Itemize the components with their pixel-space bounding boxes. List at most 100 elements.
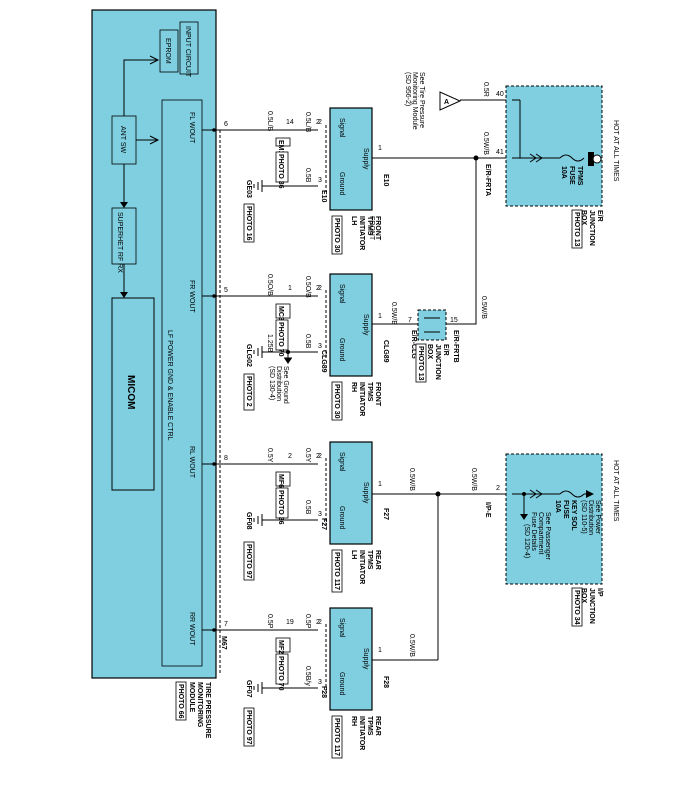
ref-note-3: (SD 956-2)	[404, 72, 411, 106]
fl-conn-supply: E10	[382, 174, 389, 187]
ip-title-3: BOX	[580, 588, 587, 604]
rr-conn-bottom: F28	[320, 686, 327, 698]
rl-init-pin-sup: 1	[378, 481, 382, 488]
rl-initiator: Signal Supply Ground REAR TPMS INITIATOR…	[318, 441, 389, 593]
rr-init-photo: PHOTO 117	[333, 718, 340, 756]
fr-supply-wire-b: 0.5W/B	[480, 296, 487, 319]
fr-ground-name: GLG02	[245, 344, 252, 367]
fl-wire-left: 0.5L/B	[266, 111, 273, 132]
er-top-title-3: BOX	[580, 210, 587, 226]
fr-init-pin-gnd: 3	[318, 343, 322, 350]
fr-ground-photo: PHOTO 2	[245, 376, 252, 407]
fl-init-name-2: TPMS	[366, 216, 373, 236]
fl-gnd-wire: 0.5B	[304, 168, 311, 183]
ip-hot: HOT AT ALL TIMES	[612, 460, 619, 522]
er-top-title-2: JUNCTION	[588, 210, 595, 246]
fr-init-ground: Ground	[338, 338, 345, 361]
ip-conn: I/P-E	[484, 502, 491, 518]
rl-conn-supply: F27	[382, 508, 389, 520]
fr-init-name-2: TPMS	[366, 382, 373, 402]
rr-splice-name: MF21	[277, 640, 284, 658]
fl-initiator: Signal Supply Ground FRONT FRONT TPMS IN…	[318, 107, 389, 255]
fr-conn-supply: CLG89	[382, 340, 389, 363]
rr-conn-supply: F28	[382, 676, 389, 688]
er-mid-conn1: E/R-FRTB	[452, 330, 459, 363]
fr-init-supply: Supply	[362, 314, 369, 336]
fl-wire-right: 0.5L/B	[304, 112, 311, 133]
fr-init-name-3: INITIATOR	[358, 382, 365, 416]
fl-splice-name: EM11	[277, 140, 284, 158]
ref-letter: A	[444, 99, 449, 106]
rr-init-name-1: REAR	[374, 716, 381, 736]
rl-pin-splice-left: 2	[288, 453, 292, 460]
fr-init-signal: Signal	[338, 284, 345, 304]
er-junction-box-top: HOT AT ALL TIMES TPMS FUSE 10A E/R JUNCT…	[505, 85, 619, 249]
fr-pin-mod: 5	[224, 287, 228, 294]
rl-init-name-1: REAR	[374, 550, 381, 570]
fl-init-pin-gnd: 3	[318, 177, 322, 184]
fr-pin-splice-right: 2	[316, 285, 320, 292]
ip-note-2: Compartment	[537, 512, 544, 554]
fl-pin-splice-right: 2	[316, 119, 320, 126]
fl-splice-photo: PHOTO 36	[277, 154, 284, 189]
rr-init-pin-gnd: 3	[318, 679, 322, 686]
rr-init-ground: Ground	[338, 672, 345, 695]
fl-wout-label: FL WOUT	[188, 112, 195, 144]
module-photo: PHOTO 66	[177, 684, 184, 719]
fr-circuit: 5 0.5O/B 1 2 0.5O/B MC31 PHOTO 70 0.5B 1…	[202, 274, 327, 411]
rr-wire-left: 0.5P	[266, 614, 273, 629]
fl-supply-wire: 0.5W/B	[482, 132, 489, 155]
ip-junction-box: HOT AT ALL TIMES See Power Distribution …	[505, 453, 619, 627]
fr-wire-right: 0.5O/B	[304, 276, 311, 298]
fr-init-pin-sig: 2	[318, 285, 322, 292]
lf-power-label: LF POWER GND & ENABLE CTRL	[166, 330, 173, 441]
micom-label: MICOM	[125, 375, 136, 409]
rl-gnd-wire: 0.5B	[304, 500, 311, 515]
fr-initiator: Signal Supply Ground FRONT TPMS INITIATO…	[318, 273, 389, 421]
rr-init-signal: Signal	[338, 618, 345, 638]
rl-wire-right: 0.5Y	[304, 448, 311, 463]
rl-splice-photo: PHOTO 36	[277, 490, 284, 525]
er-top-fuse-1: TPMS	[576, 166, 583, 186]
fr-init-pin-sup: 1	[378, 313, 382, 320]
fl-init-name-4: LH	[350, 216, 357, 225]
rr-splice-photo: PHOTO 70	[277, 656, 284, 691]
fr-supply-wire-a: 0.5W/B	[390, 302, 397, 325]
er-top-pin2: 41	[496, 149, 504, 156]
rl-init-signal: Signal	[338, 452, 345, 472]
er-top-fuse-3: 10A	[560, 166, 567, 179]
ant-sw-label: ANT SW	[119, 126, 126, 153]
fl-ground-name: GE03	[245, 180, 252, 198]
rr-init-supply: Supply	[362, 648, 369, 670]
rr-pin-mod: 7	[224, 621, 228, 628]
rl-init-supply: Supply	[362, 482, 369, 504]
rl-pin-splice-right: 2	[316, 453, 320, 460]
er-top-photo: PHOTO 13	[573, 212, 580, 247]
fr-init-name-1: FRONT	[374, 382, 381, 407]
fl-circuit: 6 0.5L/B 14 2 0.5L/B EM11 PHOTO 36 0.5B …	[202, 111, 327, 243]
tpms-module: INPUT CIRCUIT EPROM ANT SW SUPERHET RF R…	[91, 9, 217, 739]
fl-init-ground: Ground	[338, 172, 345, 195]
ref-note-2: Monitoring Module	[411, 72, 418, 130]
er-junction-box-mid: 7 15 E/R-FRTB E/R-CLG E/R JUNCTION BOX P…	[408, 309, 459, 383]
rr-gnd-wire: 0.5B/y	[304, 666, 311, 686]
rl-ground-name: GF08	[245, 512, 252, 530]
module-title-1: TIRE PRESSURE	[204, 682, 211, 739]
fr-init-photo: PHOTO 30	[333, 384, 340, 419]
fl-pin-splice-left: 14	[286, 119, 294, 126]
fr-splice-photo: PHOTO 70	[277, 322, 284, 357]
fl-pin-mod: 6	[224, 121, 228, 128]
rl-init-name-2: TPMS	[366, 550, 373, 570]
rr-supply-wire: 0.5W/B	[408, 634, 415, 657]
rr-conn-m67: M67	[220, 636, 227, 650]
rr-init-pin-sig: 2	[318, 619, 322, 626]
ip-power-2: Distribution	[587, 500, 594, 535]
fl-init-supply: Supply	[362, 148, 369, 170]
fr-ground-note-1: See Ground	[282, 366, 289, 404]
ip-note-3: Fuse Details	[530, 512, 537, 551]
rl-wout-label: RL WOUT	[188, 446, 195, 479]
fl-init-pin-sig: 2	[318, 119, 322, 126]
fl-init-pin-sup: 1	[378, 145, 382, 152]
er-top-conn: E/R-FRTA	[484, 164, 491, 196]
rl-init-photo: PHOTO 117	[333, 552, 340, 590]
